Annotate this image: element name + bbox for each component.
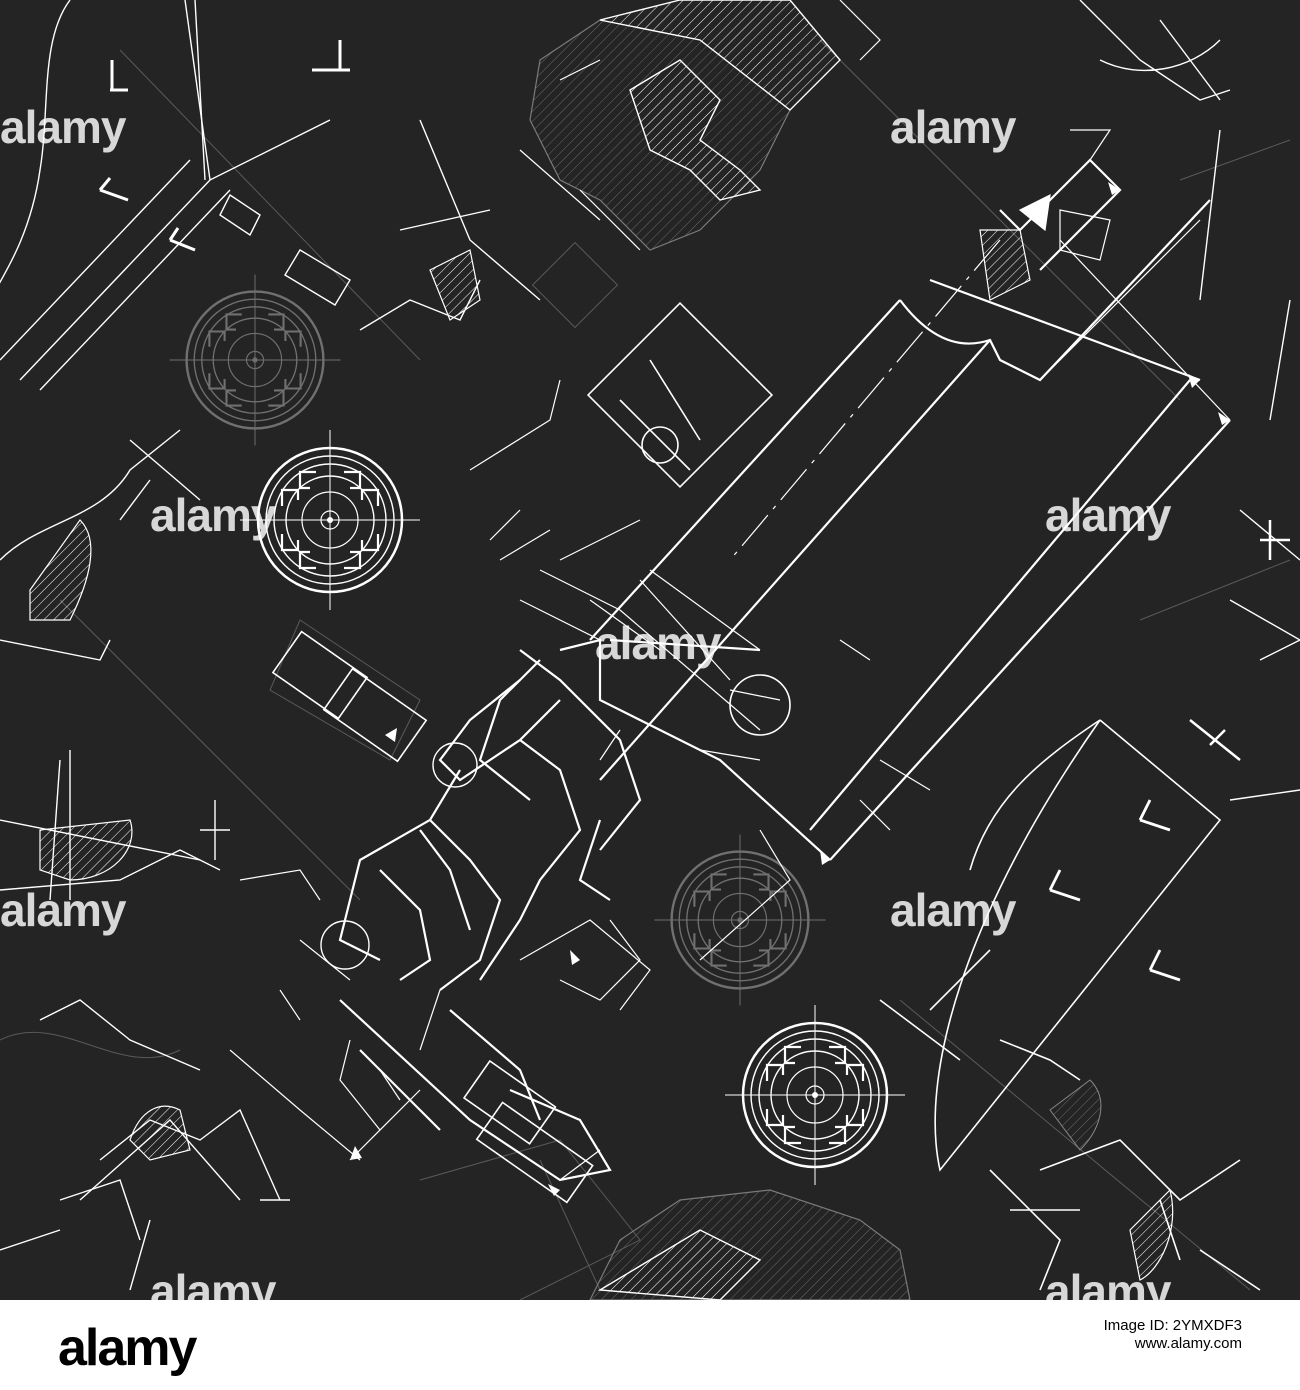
drawing-cluster-right [879, 719, 1261, 1291]
dimension-arrows [350, 182, 1230, 1196]
alamy-logo: alamy [58, 1319, 197, 1377]
image-id-block: Image ID: 2YMXDF3 www.alamy.com [1104, 1317, 1242, 1353]
watermark: alamy [890, 101, 1016, 153]
rect-boxes [271, 301, 774, 1204]
hatched-section-left [29, 519, 92, 621]
watermark: alamy [0, 884, 126, 936]
drawing-cluster-top-right [1079, 0, 1300, 801]
bearing-icon [723, 1003, 907, 1187]
faint-background-lines [0, 39, 1291, 1300]
hatched-section-left-lower [39, 819, 133, 881]
stock-footer-bar: alamy Image ID: 2YMXDF3 www.alamy.com [0, 1300, 1300, 1390]
technical-drawing [0, 0, 1300, 1300]
left-small-circle [432, 742, 478, 788]
watermark: alamy [890, 884, 1016, 936]
hatched-section-lower-right [1129, 1188, 1174, 1281]
watermark: alamy [1045, 489, 1171, 541]
watermark: alamy [595, 617, 721, 669]
lower-small-circle [320, 920, 370, 970]
hatched-part-top-center [519, 0, 881, 251]
drawing-cluster-bottom-left [0, 999, 290, 1291]
drawing-cluster-top-left [0, 0, 541, 901]
watermark: alamy [150, 1265, 276, 1300]
watermark: alamy [1045, 1265, 1171, 1300]
image-id-label: Image ID: 2YMXDF3 [1103, 1317, 1242, 1334]
hatched-section-right [1049, 1079, 1102, 1151]
watermark: alamy [150, 489, 276, 541]
site-url: www.alamy.com [1134, 1335, 1242, 1352]
blueprint-canvas: alamy alamy alamy alamy alamy alamy alam… [0, 0, 1300, 1300]
hatched-part-bottom-center [589, 1189, 911, 1300]
hatched-section-bottom-left [129, 1105, 191, 1161]
shaft-end-circle [729, 674, 791, 736]
main-assembly-thin [229, 129, 1231, 1181]
main-assembly [338, 158, 1231, 1182]
hatched-section-top-left [429, 249, 481, 321]
watermark: alamy [0, 101, 126, 153]
